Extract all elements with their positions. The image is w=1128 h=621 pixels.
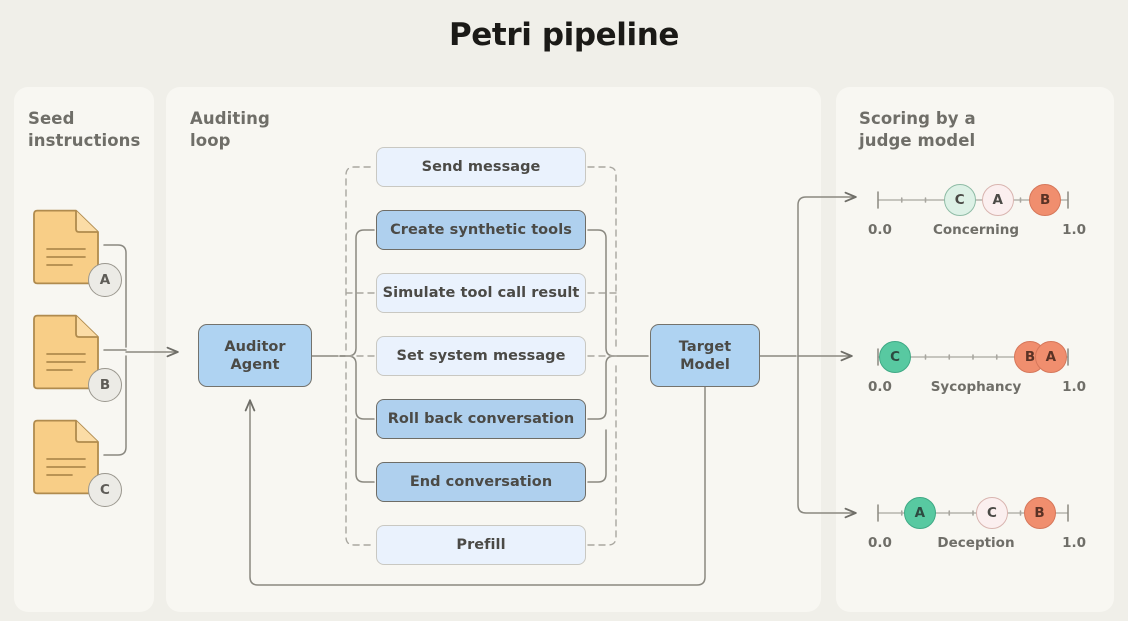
scale-max-label: 1.0 (1062, 535, 1086, 551)
seed-badge-b: B (88, 368, 122, 402)
score-marker-a[interactable]: A (1034, 341, 1067, 373)
tool-send-message[interactable]: Send message (376, 147, 586, 187)
seed-badge-a: A (88, 263, 122, 297)
score-marker-b[interactable]: B (1023, 497, 1056, 529)
tool-end-conversation[interactable]: End conversation (376, 462, 586, 502)
seed-document-a[interactable]: A (30, 209, 122, 297)
score-marker-c[interactable]: C (976, 497, 1008, 529)
page-title: Petri pipeline (448, 17, 680, 53)
scale-max-label: 1.0 (1062, 379, 1086, 395)
scale-name-label: Deception (937, 535, 1015, 551)
scoring-panel-title: Scoring by a judge model (859, 109, 976, 150)
score-marker-a[interactable]: A (981, 184, 1014, 216)
score-marker-b[interactable]: B (1029, 184, 1062, 216)
seed-document-b[interactable]: B (30, 314, 122, 402)
scale-min-label: 0.0 (868, 379, 892, 395)
tool-create-synthetic-tools[interactable]: Create synthetic tools (376, 210, 586, 250)
score-marker-a[interactable]: A (903, 497, 936, 529)
tool-simulate-tool-call-result[interactable]: Simulate tool call result (376, 273, 586, 313)
scale-name-label: Sycophancy (930, 379, 1022, 395)
loop-panel-title: Auditing loop (190, 109, 270, 150)
seed-panel-title: Seed instructions (28, 109, 141, 150)
scale-name-label: Concerning (932, 222, 1020, 238)
score-marker-c[interactable]: C (879, 341, 912, 373)
target-model-node[interactable]: Target Model (650, 324, 760, 387)
scale-min-label: 0.0 (868, 222, 892, 238)
seed-document-c[interactable]: C (30, 419, 122, 507)
document-icon (33, 209, 99, 285)
scale-min-label: 0.0 (868, 535, 892, 551)
tool-roll-back-conversation[interactable]: Roll back conversation (376, 399, 586, 439)
auditor-agent-node[interactable]: Auditor Agent (198, 324, 312, 387)
tool-prefill[interactable]: Prefill (376, 525, 586, 565)
tool-set-system-message[interactable]: Set system message (376, 336, 586, 376)
score-marker-c[interactable]: C (943, 184, 976, 216)
seed-badge-c: C (88, 473, 122, 507)
document-icon (33, 314, 99, 390)
scale-max-label: 1.0 (1062, 222, 1086, 238)
